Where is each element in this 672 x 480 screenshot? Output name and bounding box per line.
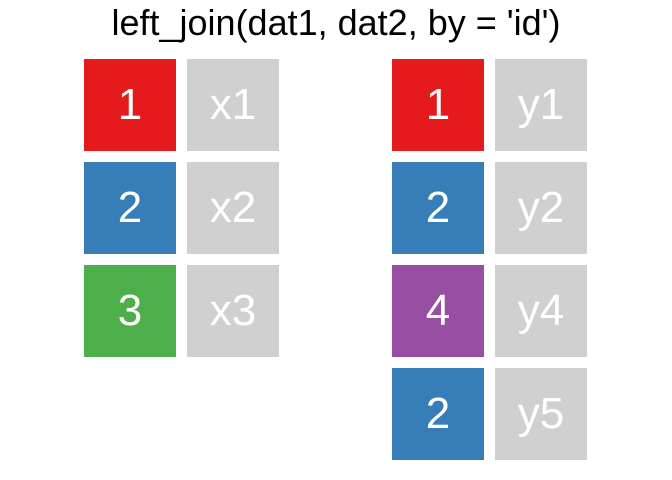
- id-cell: 2: [392, 162, 484, 254]
- id-cell: 2: [84, 162, 176, 254]
- value-cell: y1: [495, 59, 587, 151]
- id-cell: 3: [84, 265, 176, 357]
- value-cell: x2: [187, 162, 279, 254]
- value-cell: y5: [495, 368, 587, 460]
- id-cell: 1: [84, 59, 176, 151]
- value-cell: y2: [495, 162, 587, 254]
- value-cell: x3: [187, 265, 279, 357]
- id-cell: 2: [392, 368, 484, 460]
- id-cell: 1: [392, 59, 484, 151]
- id-cell: 4: [392, 265, 484, 357]
- value-cell: y4: [495, 265, 587, 357]
- page-title: left_join(dat1, dat2, by = 'id'): [111, 2, 561, 43]
- value-cell: x1: [187, 59, 279, 151]
